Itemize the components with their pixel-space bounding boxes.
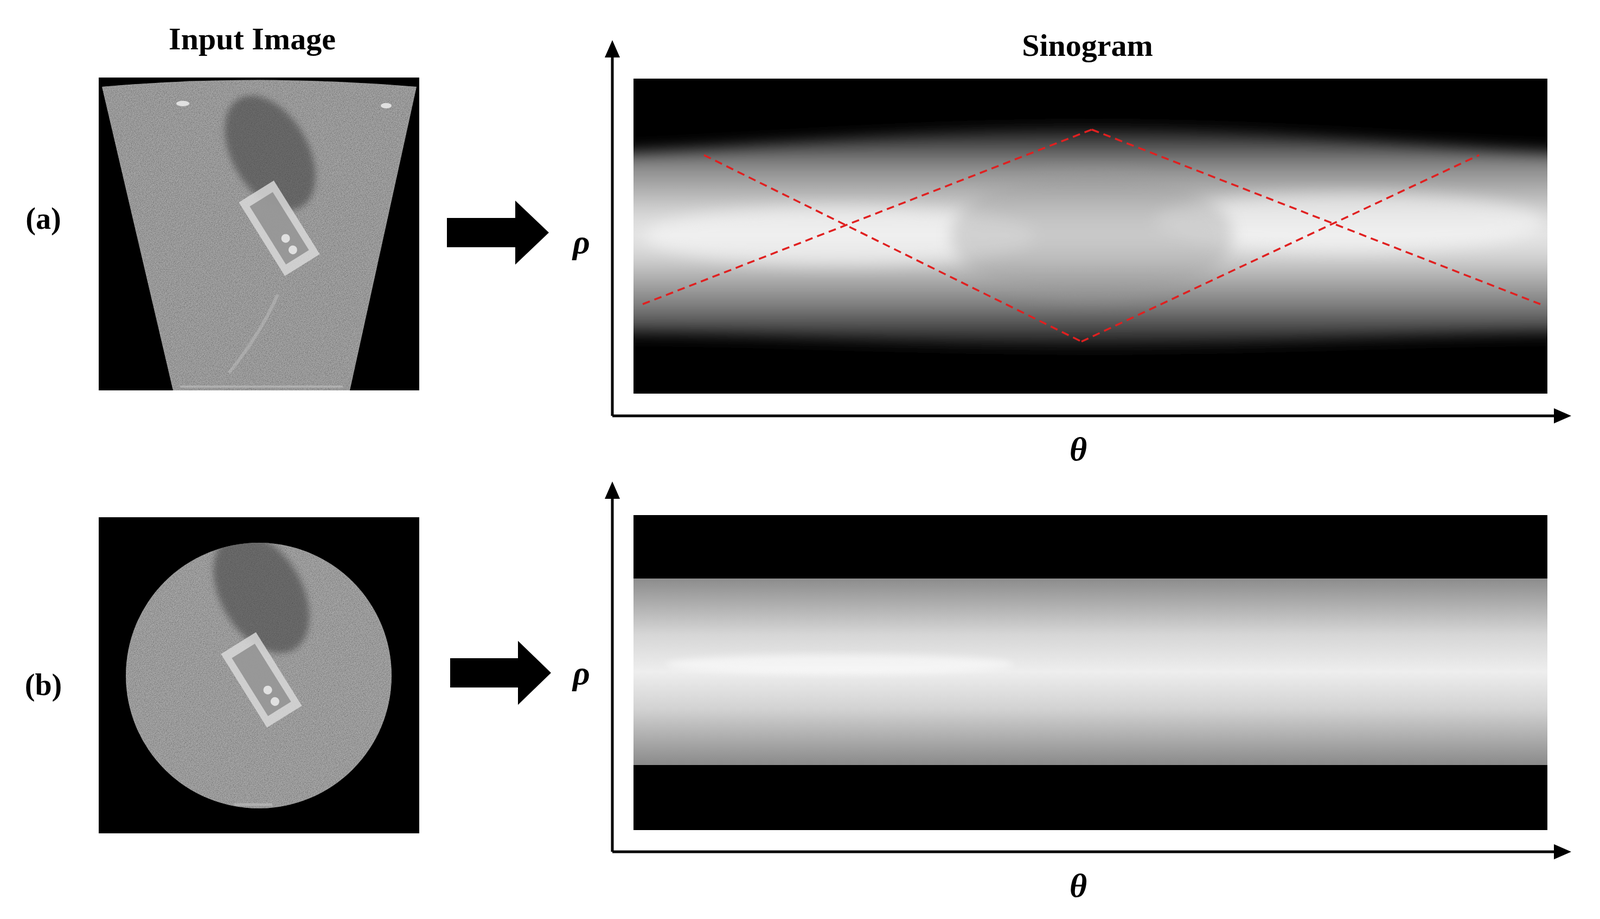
axes-a bbox=[604, 40, 1572, 424]
sinogram-a bbox=[611, 78, 1570, 394]
input-image-b bbox=[98, 516, 420, 834]
dashed-guide bbox=[642, 129, 1541, 342]
input-image-a bbox=[98, 77, 420, 391]
axis-label: θ bbox=[1069, 867, 1087, 905]
column-heading: Sinogram bbox=[1021, 28, 1154, 63]
axis-label: θ bbox=[1069, 430, 1087, 468]
column-heading: Input Image bbox=[168, 21, 336, 57]
axis-label: ρ bbox=[572, 223, 591, 261]
axis-label: ρ bbox=[572, 654, 591, 692]
block-arrow bbox=[446, 200, 549, 265]
panel-label: (b) bbox=[24, 668, 62, 703]
sinogram-b bbox=[633, 515, 1548, 831]
panel-label: (a) bbox=[25, 202, 61, 236]
block-arrow bbox=[450, 641, 552, 706]
axes-b bbox=[604, 481, 1572, 860]
